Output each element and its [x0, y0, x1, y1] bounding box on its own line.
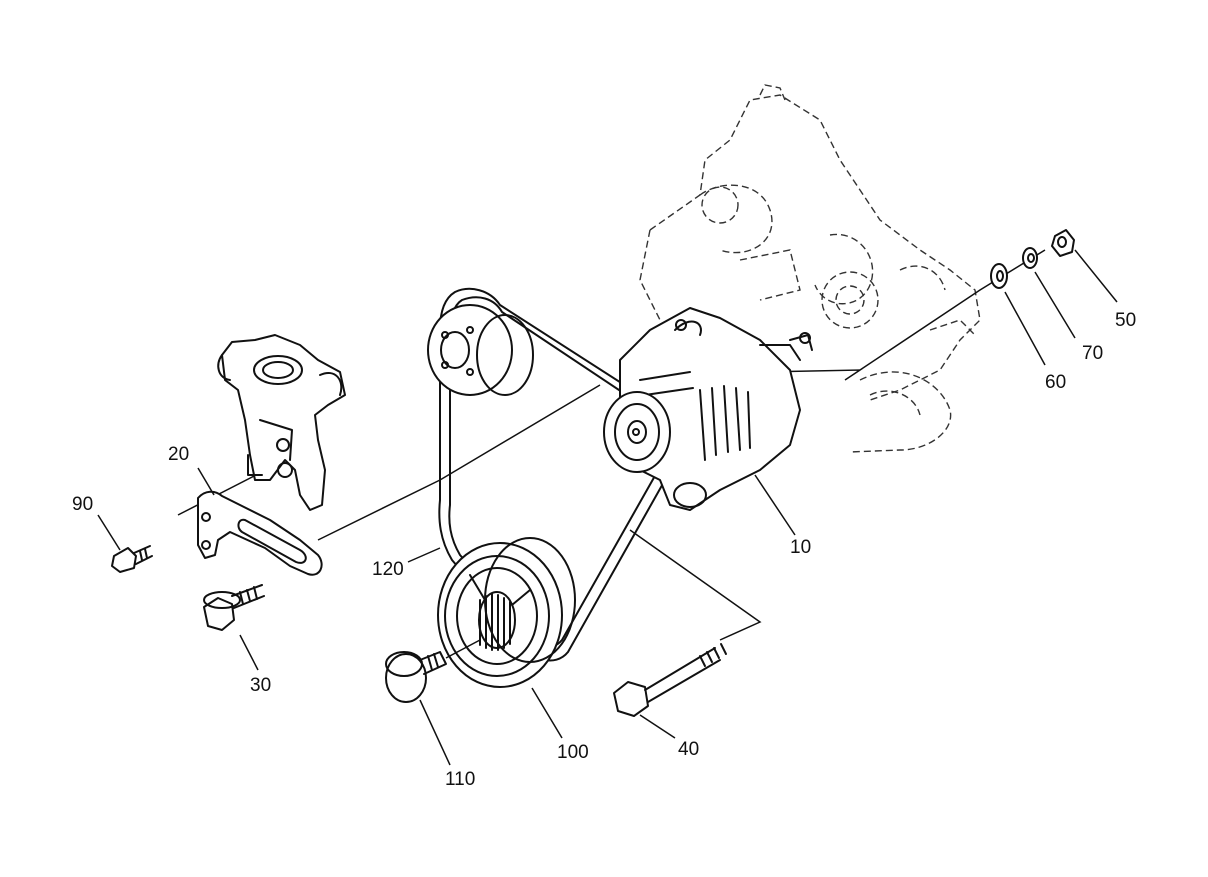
bolt-110: [385, 639, 481, 703]
alternator: [603, 307, 813, 511]
bolt-30: [203, 584, 265, 631]
callout-100: 100: [557, 742, 589, 763]
water-pump-pulley: [427, 304, 534, 396]
callout-50: 50: [1115, 310, 1136, 331]
callout-leaders: [97, 249, 1118, 766]
washer-60: [990, 263, 1008, 289]
callout-70: 70: [1082, 343, 1103, 364]
callout-110: 110: [445, 769, 475, 790]
callout-60: 60: [1045, 372, 1066, 393]
crankshaft-pulley: [437, 537, 576, 688]
callout-30: 30: [250, 675, 271, 696]
lock-washer-70: [1022, 247, 1038, 269]
nut-50: [1051, 229, 1075, 257]
engine-block-outline: [639, 84, 981, 453]
callout-40: 40: [678, 739, 699, 760]
callout-90: 90: [72, 494, 93, 515]
bolt-90: [111, 545, 153, 573]
callout-10: 10: [790, 537, 811, 558]
bolt-40: [613, 643, 727, 717]
water-outlet-housing: [217, 334, 346, 511]
callout-labels: 10 20 30 40 50 60 70 90 100 110 120: [72, 310, 1136, 790]
callout-120: 120: [372, 559, 404, 580]
adjusting-bracket: [197, 490, 323, 576]
callout-20: 20: [168, 444, 189, 465]
